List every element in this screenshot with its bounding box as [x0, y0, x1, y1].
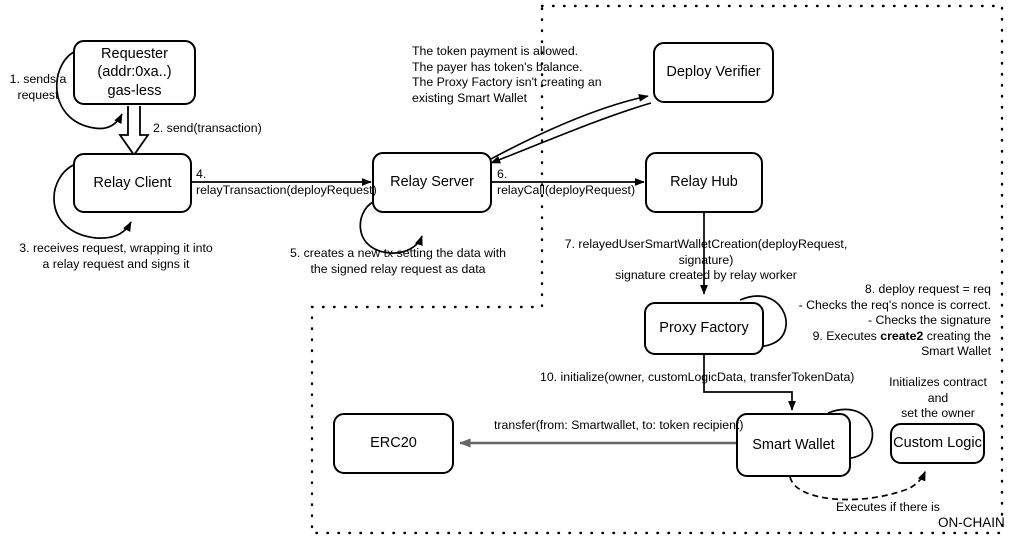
node-custom-logic[interactable]: Custom Logic: [890, 423, 985, 464]
on-chain-boundary: [310, 4, 1004, 535]
label-step-10: 10. initialize(owner, customLogicData, t…: [540, 370, 855, 384]
node-proxy-factory[interactable]: Proxy Factory: [644, 302, 764, 355]
label-step-1: 1. sends a request: [9, 72, 67, 102]
node-relay-server[interactable]: Relay Server: [372, 152, 492, 213]
node-erc20-label: ERC20: [370, 435, 417, 452]
node-smart-wallet[interactable]: Smart Wallet: [736, 413, 851, 477]
node-relay-hub[interactable]: Relay Hub: [645, 152, 763, 213]
edge-smart-wallet-to-custom-logic: [789, 470, 926, 501]
node-custom-logic-label: Custom Logic: [893, 435, 982, 452]
label-step-7: 7. relayedUserSmartWalletCreation(deploy…: [564, 237, 848, 283]
node-smart-wallet-label: Smart Wallet: [752, 436, 835, 453]
label-step-4: 4. relayTransaction(deployRequest): [196, 167, 377, 197]
node-deploy-verifier[interactable]: Deploy Verifier: [653, 42, 774, 103]
edge-proxy-factory-to-smart-wallet: [703, 355, 796, 411]
factory-note-post: creating the Smart Wallet: [921, 328, 991, 359]
label-deploy-verifier-note: The token payment is allowed. The payer …: [412, 44, 602, 105]
node-relay-server-label: Relay Server: [390, 174, 474, 191]
on-chain-label: ON-CHAIN: [938, 515, 1005, 530]
label-step-6: 6. relayCall(deployRequest): [497, 167, 636, 197]
label-step-5: 5. creates a new tx setting the data wit…: [289, 246, 506, 276]
factory-note-pre: 8. deploy request = req - Checks the req…: [798, 282, 991, 343]
label-transfer: transfer(from: Smartwallet, to: token re…: [494, 418, 744, 432]
label-proxy-factory-note: 8. deploy request = req - Checks the req…: [786, 282, 991, 360]
node-erc20[interactable]: ERC20: [333, 413, 454, 474]
node-requester[interactable]: Requester (addr:0xa..) gas-less: [73, 40, 196, 105]
label-step-2: 2. send(transaction): [153, 121, 262, 135]
factory-note-create2: create2: [880, 328, 924, 343]
edge-relay-server-to-deploy-verifier: [488, 93, 649, 161]
node-relay-client[interactable]: Relay Client: [73, 153, 192, 213]
edge-send-transaction-block-arrow: [118, 106, 150, 157]
label-smart-wallet-note: Initializes contract and set the owner: [889, 375, 987, 421]
edge-deploy-verifier-to-relay-server: [490, 102, 652, 164]
edge-relay-server-self: [359, 199, 423, 254]
node-deploy-verifier-label: Deploy Verifier: [666, 64, 761, 81]
edge-relay-client-self: [53, 162, 132, 239]
node-relay-hub-label: Relay Hub: [670, 174, 738, 191]
node-requester-label: Requester (addr:0xa..) gas-less: [97, 46, 172, 99]
node-relay-client-label: Relay Client: [93, 174, 172, 191]
edge-requester-self: [56, 49, 123, 130]
label-executes-if-there-is: Executes if there is: [836, 500, 940, 514]
label-step-3: 3. receives request, wrapping it into a …: [19, 241, 213, 271]
node-proxy-factory-label: Proxy Factory: [659, 320, 749, 337]
